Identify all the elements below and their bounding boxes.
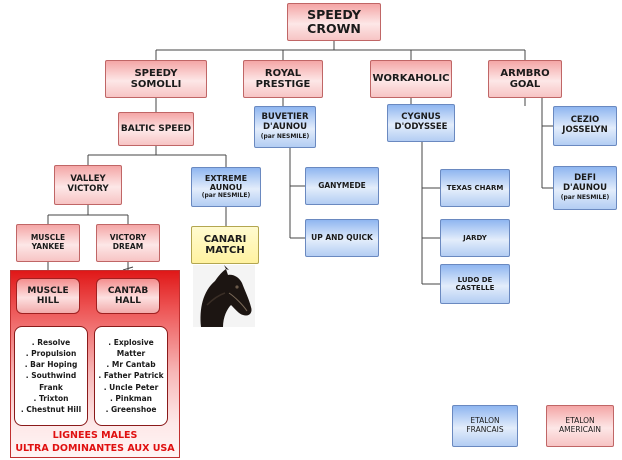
legend-americain-line2: AMERICAIN <box>559 425 601 434</box>
node-extreme-aunou-sub: (par NESMILE) <box>201 192 251 200</box>
node-baltic-speed-label: BALTIC SPEED <box>120 123 192 134</box>
horse-head-icon <box>193 265 255 327</box>
offspring-item: . Mr Cantab <box>106 360 156 370</box>
node-buvetier-sub: (par NESMILE) <box>260 132 310 140</box>
node-speedy-somolli-line2: SOMOLLI <box>130 79 182 90</box>
node-defi-line2: D'AUNOU <box>562 183 608 194</box>
node-speedy-somolli-line1: SPEEDY <box>134 67 178 79</box>
node-ludo-line1: LUDO DE <box>457 275 493 284</box>
node-ludo-de-castelle: LUDO DE CASTELLE <box>440 264 510 304</box>
offspring-item: . Southwind <box>25 371 77 381</box>
node-armbro-goal: ARMBRO GOAL <box>488 60 562 98</box>
node-canari-match-line1: CANARI <box>203 233 247 245</box>
node-muscle-hill: MUSCLE HILL <box>16 278 80 314</box>
node-cezio-line1: CEZIO <box>570 115 600 126</box>
muscle-hill-offspring-list: . Resolve . Propulsion . Bar Hoping . So… <box>14 326 88 426</box>
node-valley-victory-line2: VICTORY <box>67 184 109 194</box>
offspring-item: . Pinkman <box>109 393 153 403</box>
node-defi-daunou: DEFI D'AUNOU (par NESMILE) <box>553 166 617 210</box>
node-royal-prestige-line1: ROYAL <box>264 67 302 79</box>
horse-photo <box>193 265 255 327</box>
offspring-item: . Propulsion <box>25 348 77 358</box>
node-cygnus-line2: D'ODYSSEE <box>394 122 448 132</box>
node-speedy-crown: SPEEDY CROWN <box>287 3 381 41</box>
offspring-item: . Father Patrick <box>98 371 164 381</box>
node-extreme-aunou: EXTREME AUNOU (par NESMILE) <box>191 167 261 207</box>
node-cezio-line2: JOSSELYN <box>562 125 608 135</box>
offspring-item: . Uncle Peter <box>103 382 159 392</box>
node-royal-prestige: ROYAL PRESTIGE <box>243 60 323 98</box>
node-victory-dream-line2: DREAM <box>112 242 144 251</box>
node-workaholic: WORKAHOLIC <box>370 60 452 98</box>
footer-line2: ULTRA DOMINANTES AUX USA <box>15 443 175 454</box>
node-extreme-aunou-line2: AUNOU <box>209 183 243 193</box>
node-muscle-yankee: MUSCLE YANKEE <box>16 224 80 262</box>
node-cantab-hall: CANTAB HALL <box>96 278 160 314</box>
node-buvetier-line1: BUVETIER <box>261 112 309 123</box>
node-muscle-hill-line2: HILL <box>36 296 60 306</box>
node-armbro-goal-line2: GOAL <box>509 79 541 90</box>
node-speedy-crown-line1: SPEEDY <box>307 6 361 22</box>
node-ludo-line2: CASTELLE <box>455 284 495 292</box>
node-buvetier-line2: D'AUNOU <box>262 122 308 133</box>
offspring-item: . Bar Hoping <box>24 360 78 370</box>
node-royal-prestige-line2: PRESTIGE <box>255 79 311 90</box>
node-cezio-josselyn: CEZIO JOSSELYN <box>553 106 617 146</box>
node-muscle-yankee-line2: YANKEE <box>31 242 65 251</box>
legend-etalon-americain: ETALON AMERICAIN <box>546 405 614 447</box>
node-speedy-crown-line2: CROWN <box>307 21 361 36</box>
node-speedy-somolli: SPEEDY SOMOLLI <box>105 60 207 98</box>
node-armbro-goal-line1: ARMBRO <box>500 67 550 79</box>
node-canari-match-line2: MATCH <box>205 245 245 256</box>
legend-francais-line2: FRANCAIS <box>466 425 504 434</box>
node-cantab-hall-line1: CANTAB <box>107 285 149 296</box>
node-workaholic-line1: WORKAHOLIC <box>372 73 450 85</box>
legend-americain-line1: ETALON <box>565 416 595 426</box>
legend-etalon-francais: ETALON FRANCAIS <box>452 405 518 447</box>
node-baltic-speed: BALTIC SPEED <box>118 112 194 146</box>
legend-francais-line1: ETALON <box>470 416 500 426</box>
node-muscle-yankee-line1: MUSCLE <box>30 233 66 243</box>
node-jardy-label: JARDY <box>463 233 487 242</box>
node-up-and-quick-label: UP AND QUICK <box>311 232 373 242</box>
node-defi-line1: DEFI <box>574 173 596 184</box>
node-texas-charm: TEXAS CHARM <box>440 169 510 207</box>
node-valley-victory: VALLEY VICTORY <box>54 165 122 205</box>
offspring-item: . Greenshoe <box>105 405 157 415</box>
offspring-item: Matter <box>116 348 146 358</box>
node-defi-sub: (par NESMILE) <box>560 193 610 201</box>
cantab-hall-offspring-list: . Explosive Matter . Mr Cantab . Father … <box>94 326 168 426</box>
node-ganymede-label: GANYMEDE <box>318 180 366 190</box>
node-up-and-quick: UP AND QUICK <box>305 219 379 257</box>
offspring-item: . Explosive <box>108 337 154 347</box>
node-cygnus-dodyssee: CYGNUS D'ODYSSEE <box>387 104 455 142</box>
node-ganymede: GANYMEDE <box>305 167 379 205</box>
node-extreme-aunou-line1: EXTREME <box>204 173 248 183</box>
node-victory-dream: VICTORY DREAM <box>96 224 160 262</box>
node-muscle-hill-line1: MUSCLE <box>27 285 69 296</box>
offspring-item: Frank <box>39 382 63 392</box>
node-cantab-hall-line2: HALL <box>115 296 141 306</box>
footer-line1: LIGNEES MALES <box>52 430 138 441</box>
node-victory-dream-line1: VICTORY <box>109 233 147 243</box>
node-jardy: JARDY <box>440 219 510 257</box>
node-buvetier-daunou: BUVETIER D'AUNOU (par NESMILE) <box>254 106 316 148</box>
node-texas-charm-label: TEXAS CHARM <box>446 183 504 192</box>
offspring-item: . Chestnut Hill <box>20 405 82 415</box>
node-canari-match: CANARI MATCH <box>191 226 259 264</box>
offspring-item: . Resolve <box>31 337 71 347</box>
offspring-item: . Trixton <box>33 393 69 403</box>
node-cygnus-line1: CYGNUS <box>401 112 441 123</box>
node-valley-victory-line1: VALLEY <box>70 174 106 185</box>
